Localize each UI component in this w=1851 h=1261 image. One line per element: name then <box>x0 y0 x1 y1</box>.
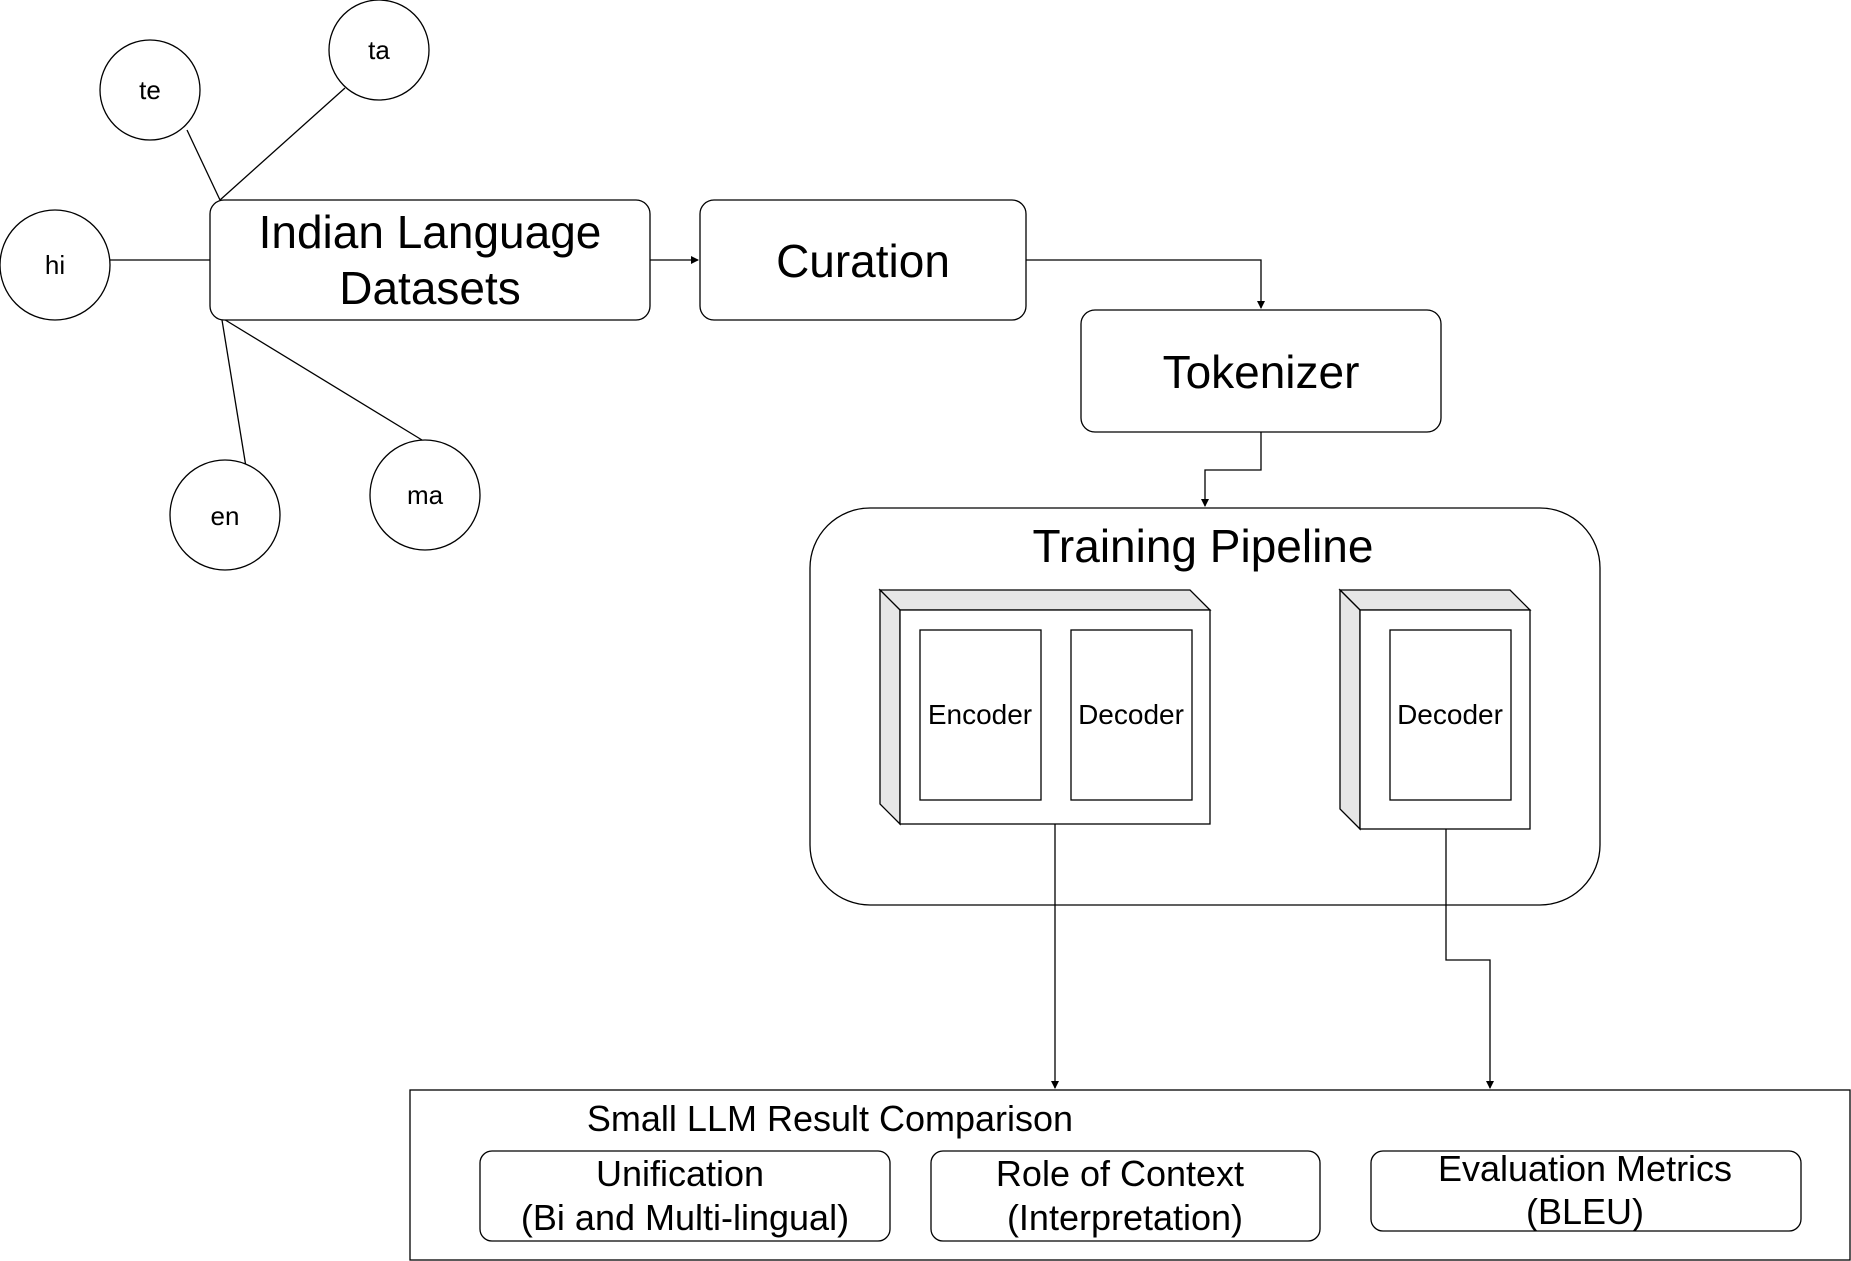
result-item-unification-line1: Unification <box>596 1153 764 1194</box>
result-item-role-of-context: Role of Context (Interpretation) <box>930 1150 1321 1242</box>
decoder-module: Decoder <box>1070 629 1193 801</box>
tokenizer-box: Tokenizer <box>1080 309 1442 433</box>
curation-label: Curation <box>776 235 950 287</box>
language-node-ma: ma <box>369 439 481 551</box>
language-label-ta: ta <box>368 35 390 65</box>
result-item-evaluation-metrics: Evaluation Metrics (BLEU) <box>1370 1148 1802 1232</box>
decoder-only-label: Decoder <box>1397 699 1503 730</box>
decoder-only-block: Decoder <box>1338 588 1532 831</box>
spoke-ta <box>219 87 346 201</box>
language-node-en: en <box>169 459 281 571</box>
encoder-decoder-block: Encoder Decoder <box>878 588 1212 826</box>
language-label-ma: ma <box>407 480 444 510</box>
result-item-evaluation-metrics-line1: Evaluation Metrics <box>1438 1148 1732 1189</box>
tokenizer-label: Tokenizer <box>1163 346 1360 398</box>
arrow-curation-to-tokenizer <box>1026 259 1265 309</box>
results-title: Small LLM Result Comparison <box>587 1098 1073 1139</box>
result-item-unification-line2: (Bi and Multi-lingual) <box>521 1197 849 1238</box>
language-label-hi: hi <box>45 250 65 280</box>
language-node-ta: ta <box>328 0 430 101</box>
language-node-hi: hi <box>0 209 111 321</box>
curation-box: Curation <box>699 199 1027 321</box>
decoder-label: Decoder <box>1078 699 1184 730</box>
arrow-tokenizer-to-training <box>1201 432 1262 507</box>
training-pipeline-title: Training Pipeline <box>1033 520 1374 572</box>
arrow-decoder-to-results <box>1445 829 1494 1089</box>
result-item-role-of-context-line2: (Interpretation) <box>1007 1197 1243 1238</box>
result-item-role-of-context-line1: Role of Context <box>996 1153 1244 1194</box>
result-item-evaluation-metrics-line2: (BLEU) <box>1526 1191 1644 1232</box>
spoke-ma <box>221 317 423 441</box>
datasets-label-line1: Indian Language <box>259 206 602 258</box>
datasets-label-line2: Datasets <box>339 262 521 314</box>
encoder-label: Encoder <box>928 699 1032 730</box>
result-item-unification: Unification (Bi and Multi-lingual) <box>479 1150 891 1242</box>
spoke-en <box>221 319 247 468</box>
spoke-te <box>186 129 221 201</box>
language-label-en: en <box>211 501 240 531</box>
language-node-te: te <box>99 39 201 141</box>
encoder-module: Encoder <box>919 629 1042 801</box>
language-label-te: te <box>139 75 161 105</box>
datasets-box: Indian Language Datasets <box>209 199 651 321</box>
decoder-only-module: Decoder <box>1389 629 1512 801</box>
